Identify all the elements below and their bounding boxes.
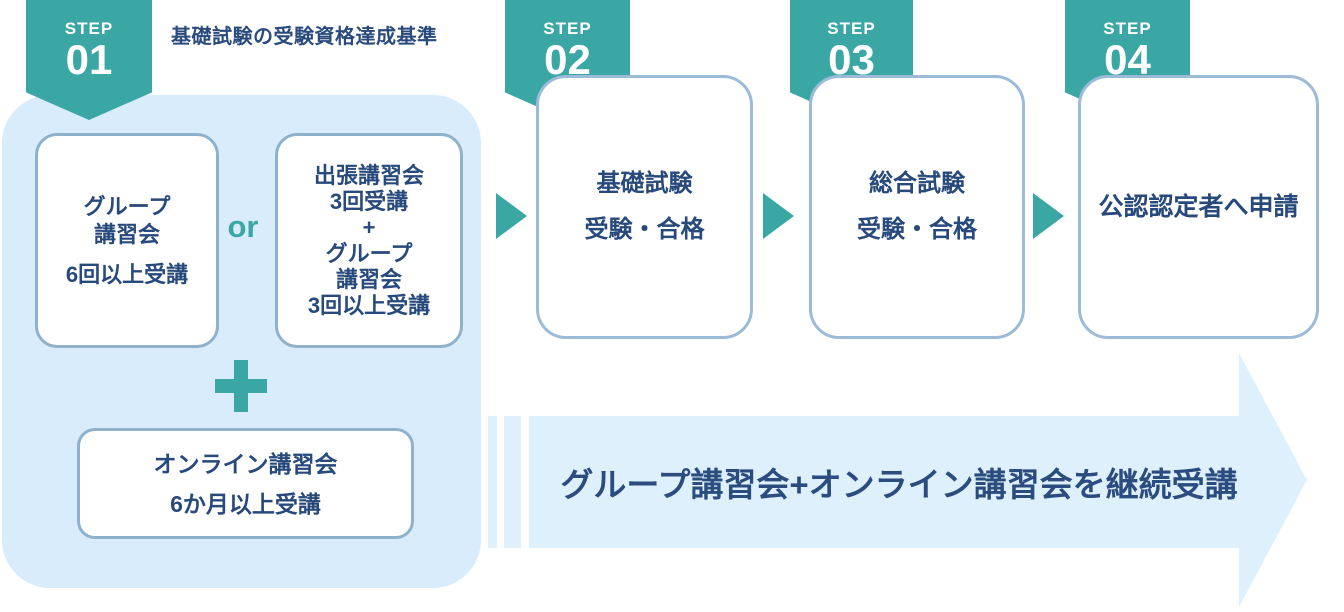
plus-icon-bar — [215, 379, 267, 393]
step4-badge-number: 04 — [1104, 36, 1151, 83]
onsite-course-line: 出張講習会 — [313, 162, 424, 188]
step2-badge-number: 02 — [544, 36, 591, 83]
step2-line: 基礎試験 — [596, 170, 693, 197]
step4-line: 公認認定者へ申請 — [1098, 192, 1299, 221]
onsite-course-line: 3回以上受講 — [307, 292, 431, 318]
online-course-box: オンライン講習会 6か月以上受講 — [77, 428, 414, 539]
group-course-box: グループ 講習会 6回以上受講 — [35, 133, 219, 348]
onsite-course-box: 出張講習会 3回受講 + グループ 講習会 3回以上受講 — [275, 133, 463, 348]
continuous-arrow-head-icon — [1239, 353, 1307, 607]
plus-text: + — [362, 214, 376, 240]
step3-badge-label: STEP — [827, 19, 876, 38]
step2-box: 基礎試験 受験・合格 — [536, 75, 753, 339]
step3-line: 受験・合格 — [857, 216, 977, 243]
continuous-course-arrow: グループ講習会+オンライン講習会を継続受講 — [529, 416, 1239, 548]
step1-badge-number: 01 — [65, 36, 113, 83]
onsite-course-line: 講習会 — [335, 266, 402, 292]
arrow-stripe — [488, 416, 497, 548]
arrow-right-icon — [1033, 193, 1064, 239]
step4-box: 公認認定者へ申請 — [1078, 75, 1319, 339]
onsite-course-line: 3回受講 — [329, 188, 409, 214]
step1-badge-label: STEP — [64, 19, 114, 38]
continuous-course-label: グループ講習会+オンライン講習会を継続受講 — [560, 466, 1238, 503]
onsite-course-line: グループ — [325, 240, 413, 266]
arrow-right-icon — [763, 193, 794, 239]
group-course-line: 6回以上受講 — [65, 261, 189, 287]
online-course-line: 6か月以上受講 — [170, 490, 321, 517]
arrow-stripe — [504, 416, 521, 548]
group-course-line: グループ — [83, 193, 171, 219]
online-course-line: オンライン講習会 — [153, 450, 338, 477]
step3-box: 総合試験 受験・合格 — [809, 75, 1025, 339]
plus-icon — [215, 360, 267, 412]
step2-badge-label: STEP — [543, 19, 592, 38]
step1-badge: STEP 01 — [26, 0, 152, 120]
step3-line: 総合試験 — [869, 170, 965, 197]
arrow-right-icon — [496, 193, 527, 239]
step2-line: 受験・合格 — [584, 216, 705, 243]
step1-heading: 基礎試験の受験資格達成基準 — [171, 26, 438, 48]
step3-badge-number: 03 — [828, 36, 875, 83]
step4-badge-label: STEP — [1103, 19, 1152, 38]
group-course-line: 講習会 — [93, 221, 160, 247]
or-label: or — [227, 209, 259, 244]
